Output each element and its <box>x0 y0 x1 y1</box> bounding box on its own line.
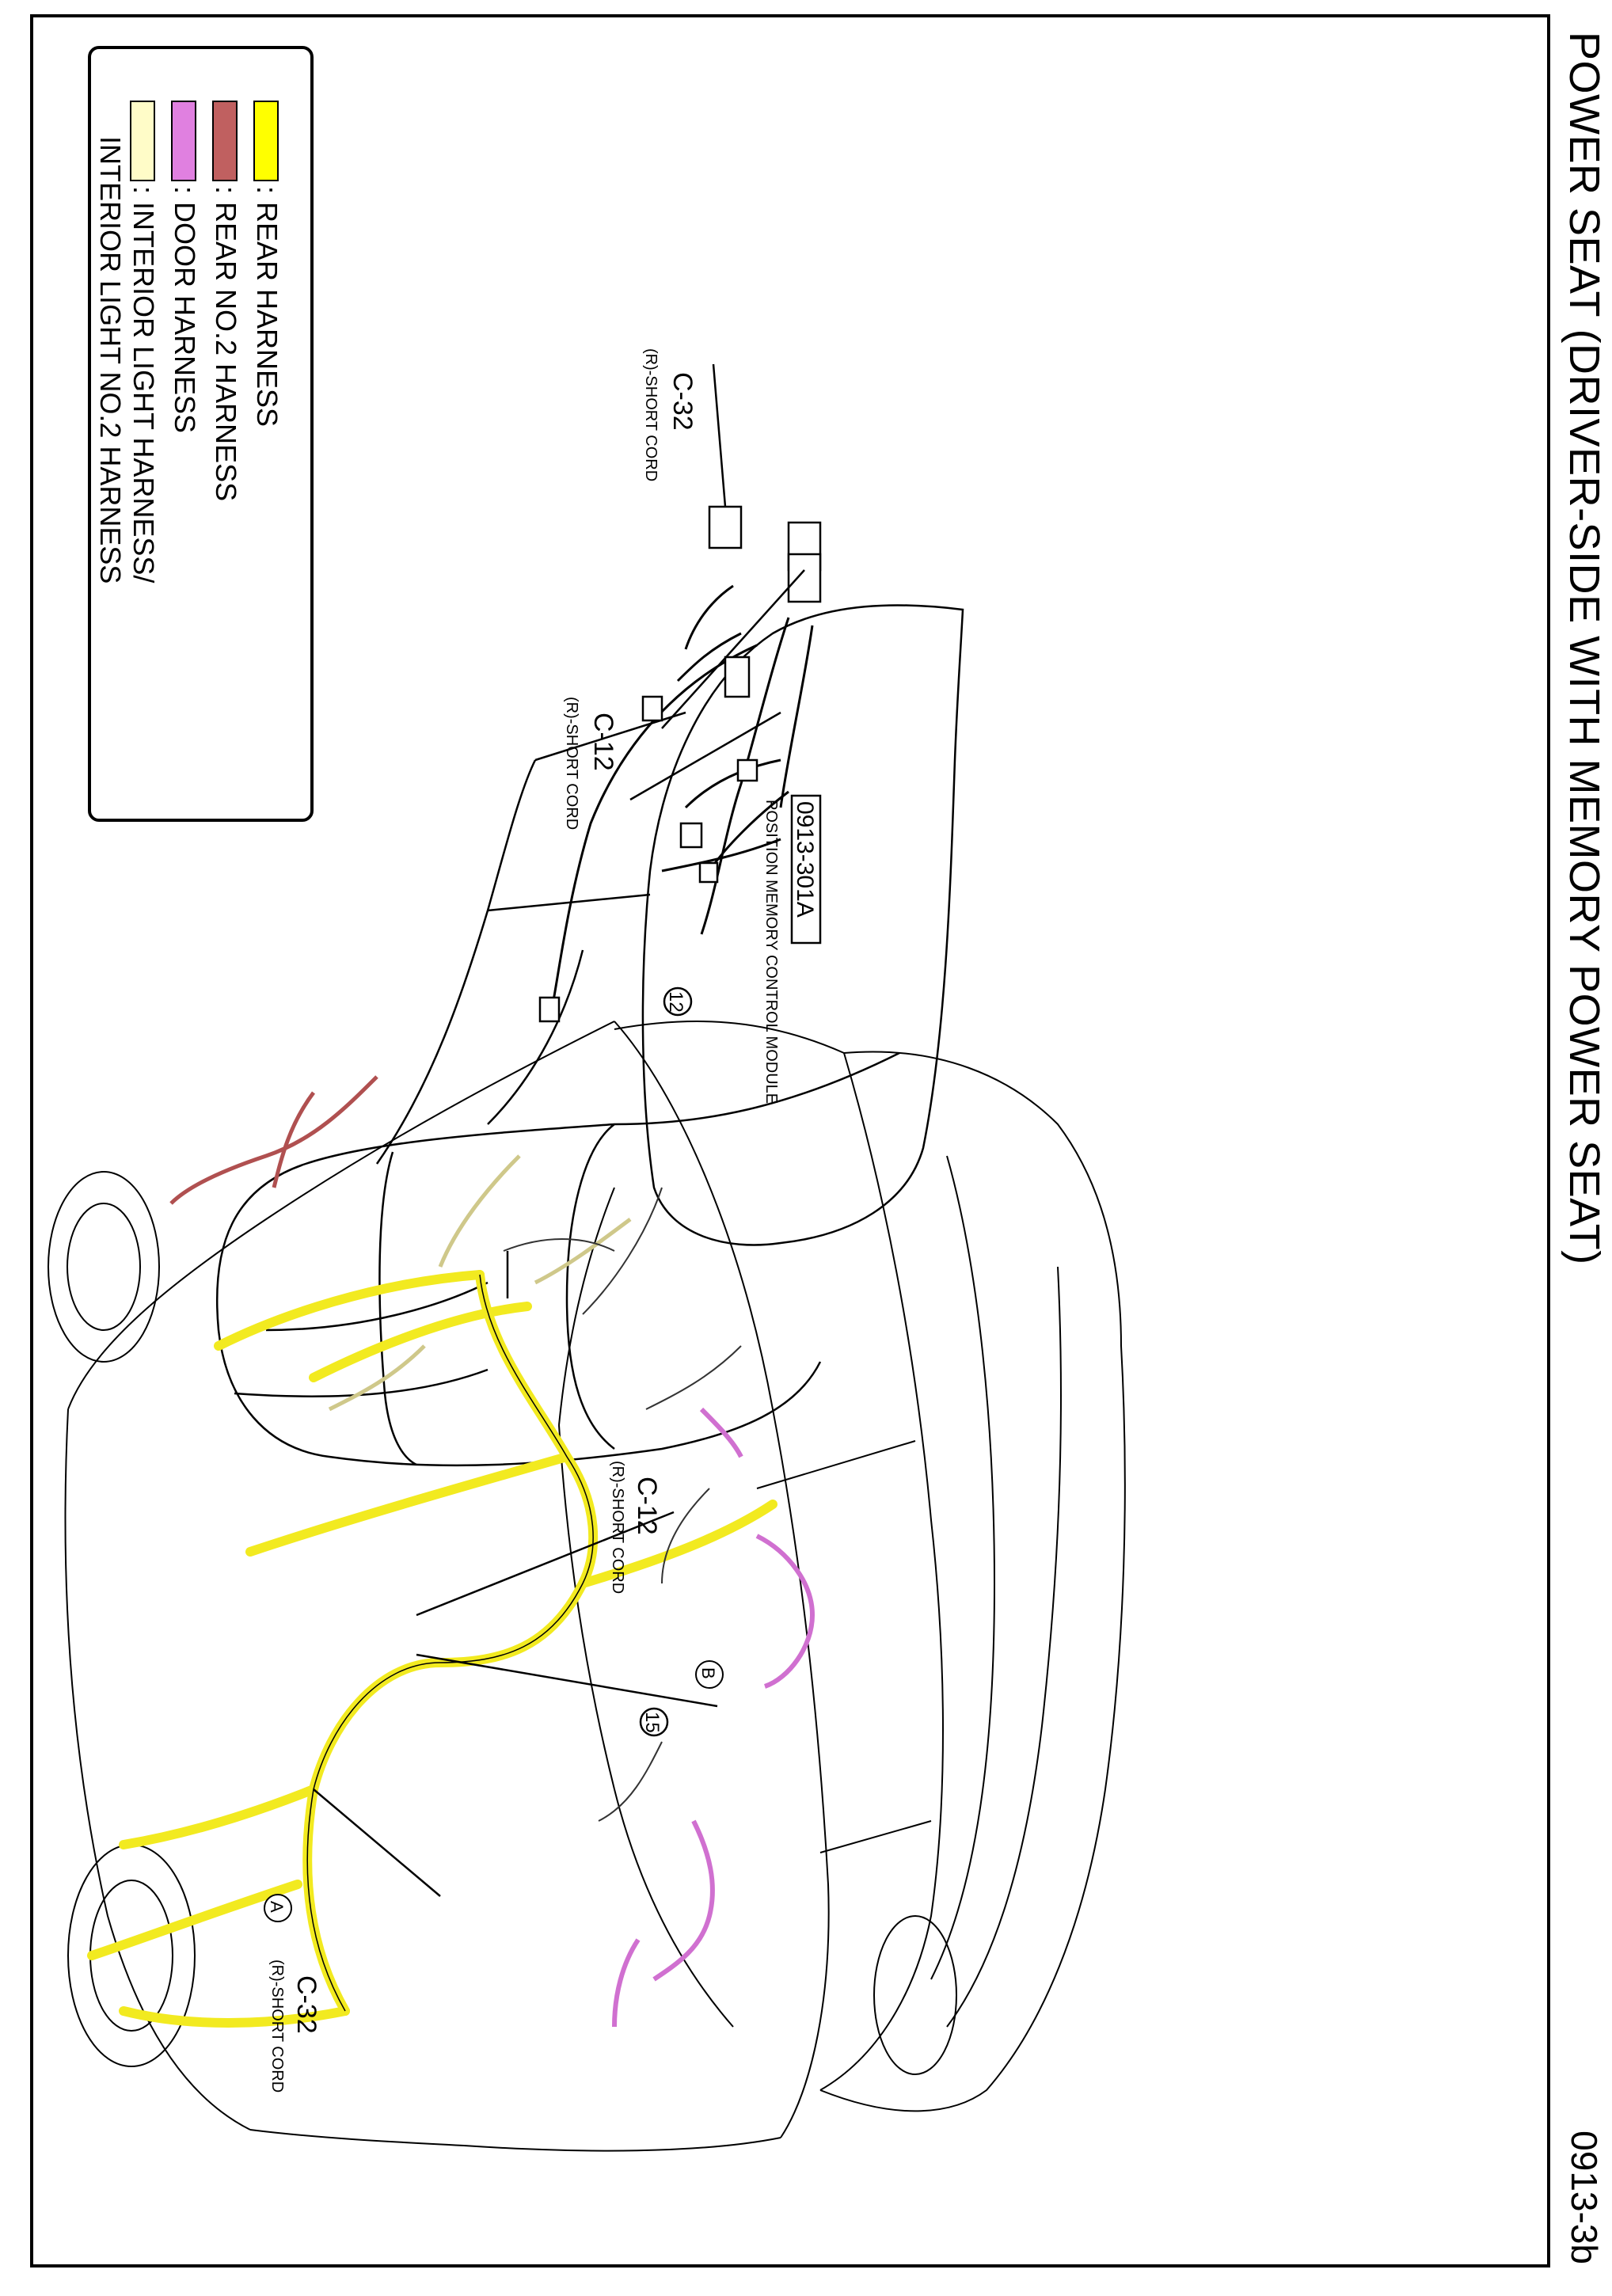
seat-leader-lines <box>629 363 805 801</box>
ground-12-marker: 12 <box>663 986 693 1017</box>
legend-label-door: : DOOR HARNESS <box>169 186 201 434</box>
rear-no2-harness <box>169 1075 378 1205</box>
misc-wires <box>503 1187 742 1822</box>
car-body-outline <box>64 1021 1126 2152</box>
seat-c12-label: C-12 <box>588 713 618 771</box>
page-border <box>30 14 1550 2267</box>
legend-label-continuation: INTERIOR LIGHT NO.2 HARNESS <box>94 136 127 584</box>
point-b-marker: B <box>695 1660 724 1689</box>
legend-label-rear-no2: : REAR NO.2 HARNESS <box>210 186 242 502</box>
seat-connectors <box>538 505 822 1023</box>
module-desc: POSITION MEMORY CONTROL MODULE <box>762 800 780 1104</box>
point-b-label: B <box>698 1667 718 1679</box>
legend-box: : REAR HARNESS : REAR NO.2 HARNESS : DOO… <box>88 46 314 822</box>
legend-swatch-door <box>171 101 196 181</box>
car-leader-lines <box>313 1251 718 1897</box>
seat-c32-desc: (R)-SHORT CORD <box>642 348 660 481</box>
interior-light-harness <box>328 1154 632 1412</box>
door-harness <box>612 1407 816 2028</box>
legend-label-interior: : INTERIOR LIGHT HARNESS/ <box>127 186 160 584</box>
module-id: 0913-301A <box>792 801 818 918</box>
legend-swatch-interior <box>130 101 155 181</box>
ground-15-label: 15 <box>641 1712 663 1733</box>
c32-connector <box>708 505 743 549</box>
car-c32-desc: (R)-SHORT CORD <box>268 1960 286 2093</box>
rear-harness <box>87 1270 777 2028</box>
seat-illustration <box>215 604 964 1467</box>
seat-c12-desc: (R)-SHORT CORD <box>563 697 580 830</box>
legend-swatch-rear-no2 <box>212 101 238 181</box>
seat-c32-label: C-32 <box>667 372 698 431</box>
car-c12-label: C-12 <box>632 1477 662 1535</box>
legend-swatch-rear <box>253 101 279 181</box>
legend-label-rear: : REAR HARNESS <box>251 186 283 428</box>
ground-15-marker: 15 <box>639 1707 669 1737</box>
module-box <box>790 794 822 945</box>
car-c12-desc: (R)-SHORT CORD <box>609 1461 626 1594</box>
point-a-label: A <box>267 1901 287 1913</box>
car-c32-label: C-32 <box>291 1975 321 2034</box>
ground-12-label: 12 <box>665 991 686 1013</box>
point-a-marker: A <box>264 1894 292 1922</box>
rear-harness-edge <box>306 1274 594 2012</box>
